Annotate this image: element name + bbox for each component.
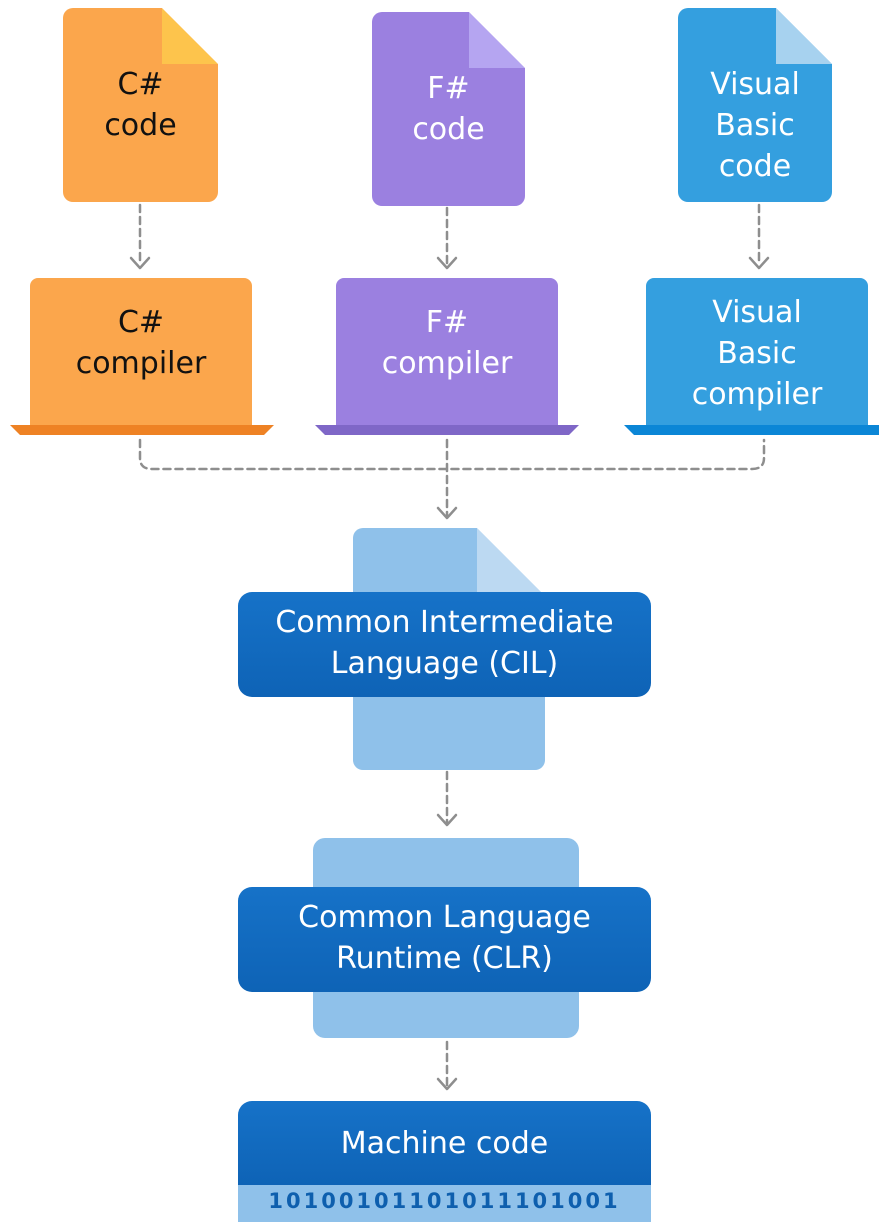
connector-compilers-merge (138, 438, 766, 471)
vb-compiler-label: Visual Basic compiler (691, 295, 823, 412)
laptop-base (315, 425, 579, 435)
machine-code-label: Machine code (340, 1126, 549, 1161)
vb-document-icon: Visual Basic code (678, 8, 832, 202)
cil-label: Common Intermediate Language (CIL) (275, 605, 614, 681)
laptop-screen: Visual Basic compiler (646, 278, 868, 426)
csharp-code-label: C# code (104, 67, 177, 143)
vb-code-label: Visual Basic code (710, 67, 800, 184)
page-fold (776, 8, 832, 64)
arrow-head (748, 256, 770, 270)
laptop-base (10, 425, 274, 435)
machine-code-block: Machine code 10100101101011101001 (238, 1101, 651, 1222)
arrow-head (436, 506, 458, 520)
machine-code-header: Machine code (238, 1101, 651, 1185)
machine-code-binary-strip: 10100101101011101001 (238, 1185, 651, 1222)
page-fold (469, 12, 525, 68)
page-fold (477, 528, 545, 596)
cil-box: Common Intermediate Language (CIL) (238, 592, 651, 697)
csharp-document-icon: C# code (63, 8, 218, 202)
clr-label: Common Language Runtime (CLR) (298, 900, 591, 976)
laptop-screen: C# compiler (30, 278, 252, 426)
csharp-compiler-label: C# compiler (75, 305, 207, 381)
arrow-head (129, 256, 151, 270)
laptop-screen: F# compiler (336, 278, 558, 426)
arrow-head (436, 813, 458, 827)
arrow-head (436, 256, 458, 270)
clr-box: Common Language Runtime (CLR) (238, 887, 651, 992)
page-fold (162, 8, 218, 64)
arrow-head (436, 1077, 458, 1091)
fsharp-code-label: F# code (412, 71, 485, 147)
fsharp-compiler-label: F# compiler (381, 305, 513, 381)
machine-code-binary: 10100101101011101001 (268, 1189, 621, 1213)
fsharp-document-icon: F# code (372, 12, 525, 206)
laptop-base (624, 425, 879, 435)
